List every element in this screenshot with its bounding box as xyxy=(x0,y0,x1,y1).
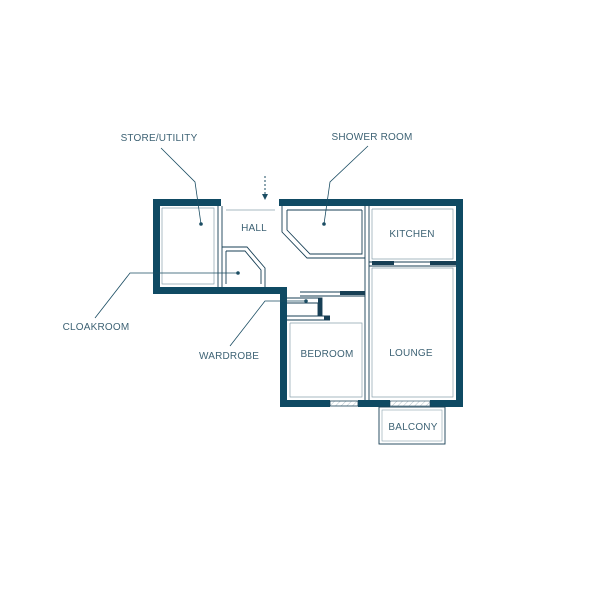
label-balcony: BALCONY xyxy=(388,422,437,433)
label-hall: HALL xyxy=(241,223,267,234)
entrance-arrow-icon xyxy=(262,176,268,200)
label-bedroom: BEDROOM xyxy=(300,349,353,360)
label-store-utility: STORE/UTILITY xyxy=(121,133,198,144)
label-wardrobe: WARDROBE xyxy=(199,351,259,362)
label-cloakroom: CLOAKROOM xyxy=(63,322,130,333)
outer-walls xyxy=(153,199,463,407)
leader-store xyxy=(160,147,203,226)
label-lounge: LOUNGE xyxy=(389,348,433,359)
bedroom-window xyxy=(329,400,359,407)
label-shower-room: SHOWER ROOM xyxy=(331,132,412,143)
interior-walls xyxy=(161,206,456,400)
leader-wardrobe xyxy=(229,299,308,347)
leader-cloakroom xyxy=(94,271,240,319)
label-kitchen: KITCHEN xyxy=(389,229,434,240)
leader-shower xyxy=(322,145,369,226)
balcony xyxy=(378,400,446,445)
